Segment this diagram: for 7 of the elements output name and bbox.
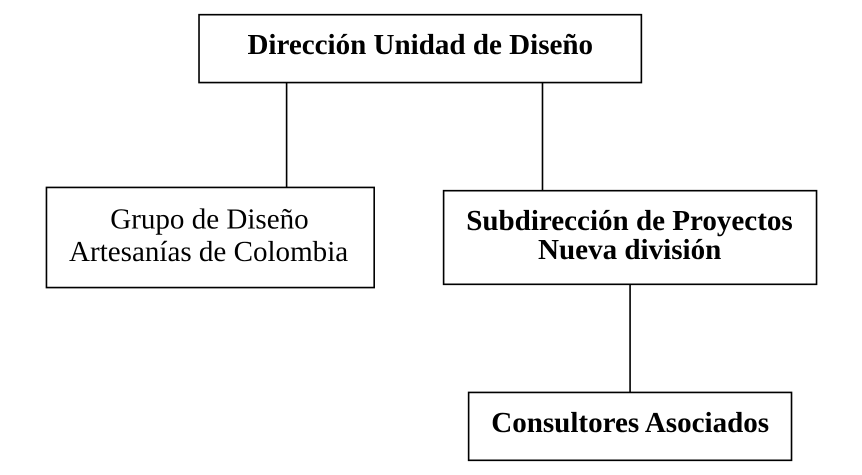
node-box: Subdirección de Proyectos Nueva división [442,190,817,286]
connector [628,284,630,392]
node-box: Grupo de Diseño Artesanías de Colombia [45,186,374,288]
connector [285,82,287,188]
node-box: Dirección Unidad de Diseño [198,14,642,84]
connector [541,82,543,190]
node-box: Consultores Asociados [467,392,792,462]
